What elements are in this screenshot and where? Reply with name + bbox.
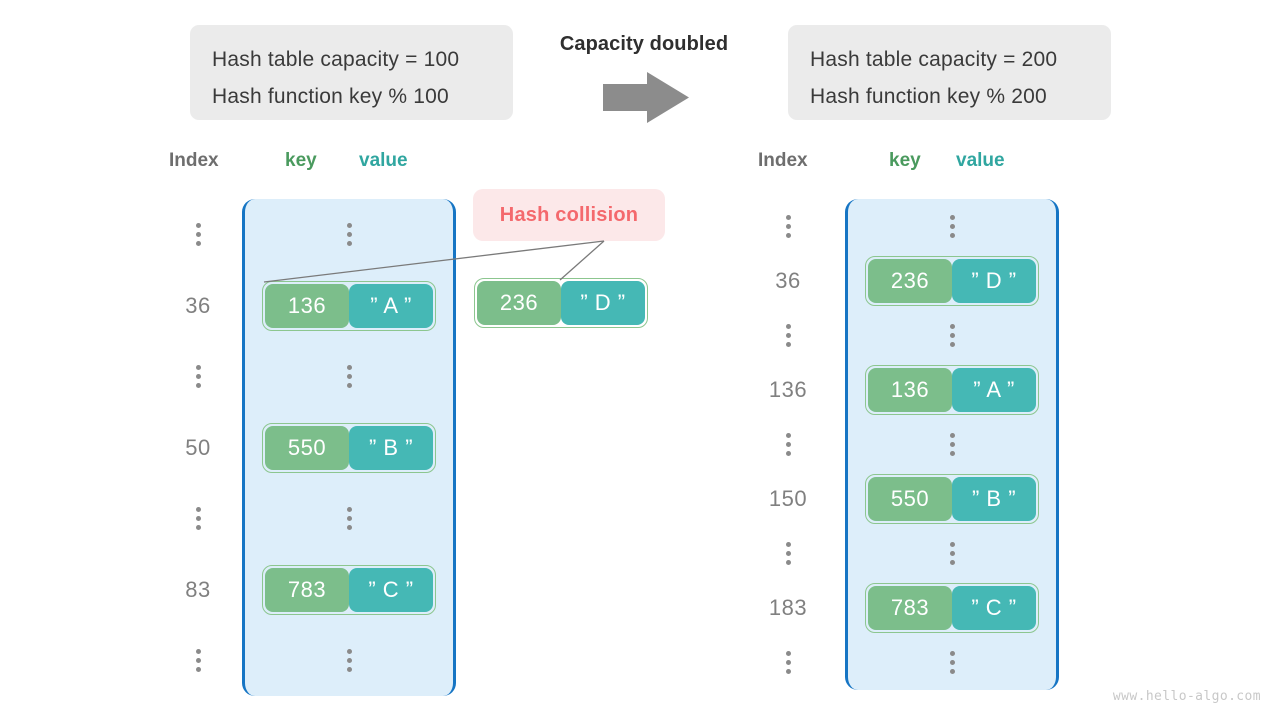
- hash-function-text-before: Hash function key % 100: [212, 85, 449, 108]
- hash-function-text-after: Hash function key % 200: [810, 85, 1047, 108]
- index-label: 136: [768, 376, 808, 402]
- vertical-ellipsis-icon: [785, 541, 791, 565]
- index-label: 183: [768, 594, 808, 620]
- hash-table-before: 136” A ” 550” B ” 783” C ”: [242, 199, 456, 696]
- value-cell: ” C ”: [349, 567, 433, 612]
- header-value: value: [956, 150, 1005, 171]
- header-value: value: [359, 150, 408, 171]
- index-ellipsis: [195, 625, 201, 696]
- index-column-after: 36 136 150 183: [758, 199, 818, 690]
- key-cell: 136: [868, 367, 952, 412]
- bucket-entry: 550” B ”: [848, 472, 1056, 527]
- value-cell: ” D ”: [952, 258, 1036, 303]
- key-value-pair: 136” A ”: [865, 364, 1039, 415]
- index-label: 36: [775, 267, 801, 293]
- bucket-entry: 783” C ”: [245, 554, 453, 625]
- header-index: Index: [169, 150, 219, 171]
- capacity-text-before: Hash table capacity = 100: [212, 48, 460, 71]
- vertical-ellipsis-icon: [195, 365, 201, 388]
- vertical-ellipsis-icon: [785, 650, 791, 674]
- value-cell: ” D ”: [561, 281, 645, 325]
- vertical-ellipsis-icon: [785, 323, 791, 347]
- colliding-entry: 236 ” D ”: [474, 278, 648, 328]
- info-box-before: Hash table capacity = 100 Hash function …: [190, 25, 513, 120]
- header-key: key: [889, 150, 921, 171]
- bucket-ellipsis: [245, 483, 453, 554]
- vertical-ellipsis-icon: [346, 365, 352, 388]
- vertical-ellipsis-icon: [346, 649, 352, 672]
- bucket-ellipsis: [245, 341, 453, 412]
- index-ellipsis: [785, 635, 791, 690]
- header-key: key: [285, 150, 317, 171]
- index-ellipsis: [785, 526, 791, 581]
- vertical-ellipsis-icon: [949, 323, 955, 347]
- value-cell: ” B ”: [952, 476, 1036, 521]
- vertical-ellipsis-icon: [195, 649, 201, 672]
- vertical-ellipsis-icon: [195, 223, 201, 246]
- key-cell: 783: [265, 567, 349, 612]
- bucket-entry: 136” A ”: [245, 270, 453, 341]
- index-ellipsis: [785, 308, 791, 363]
- bucket-ellipsis: [848, 417, 1056, 472]
- hash-table-after: 236” D ” 136” A ” 550” B ” 783” C ”: [845, 199, 1059, 690]
- index-label: 83: [185, 576, 211, 602]
- bucket-entry: 783” C ”: [848, 581, 1056, 636]
- bucket-ellipsis: [848, 308, 1056, 363]
- hash-collision-badge: Hash collision: [473, 189, 665, 241]
- column-headers-after: Index key value: [740, 150, 1080, 180]
- key-value-pair: 136” A ”: [262, 280, 436, 331]
- vertical-ellipsis-icon: [949, 650, 955, 674]
- key-cell: 783: [868, 585, 952, 630]
- vertical-ellipsis-icon: [949, 214, 955, 238]
- key-cell: 550: [265, 425, 349, 470]
- index-ellipsis: [195, 483, 201, 554]
- vertical-ellipsis-icon: [346, 507, 352, 530]
- header-index: Index: [758, 150, 808, 171]
- bucket-ellipsis: [245, 625, 453, 696]
- index-ellipsis: [785, 199, 791, 254]
- bucket-ellipsis: [848, 199, 1056, 254]
- value-cell: ” A ”: [952, 367, 1036, 412]
- bucket-ellipsis: [848, 635, 1056, 690]
- vertical-ellipsis-icon: [949, 541, 955, 565]
- index-ellipsis: [785, 417, 791, 472]
- index-ellipsis: [195, 199, 201, 270]
- key-value-pair: 783” C ”: [865, 582, 1039, 633]
- bucket-entry: 550” B ”: [245, 412, 453, 483]
- watermark: www.hello-algo.com: [1112, 689, 1261, 704]
- key-value-pair: 236” D ”: [865, 255, 1039, 306]
- info-box-after: Hash table capacity = 200 Hash function …: [788, 25, 1111, 120]
- key-value-pair: 236 ” D ”: [474, 278, 648, 328]
- vertical-ellipsis-icon: [785, 432, 791, 456]
- index-label: 150: [768, 485, 808, 511]
- vertical-ellipsis-icon: [949, 432, 955, 456]
- index-column-before: 36 50 83: [168, 199, 228, 696]
- key-cell: 550: [868, 476, 952, 521]
- capacity-doubled-label: Capacity doubled: [559, 33, 729, 55]
- column-headers-before: Index key value: [150, 150, 490, 180]
- vertical-ellipsis-icon: [195, 507, 201, 530]
- bucket-entry: 236” D ”: [848, 254, 1056, 309]
- capacity-text-after: Hash table capacity = 200: [810, 48, 1058, 71]
- vertical-ellipsis-icon: [346, 223, 352, 246]
- key-value-pair: 550” B ”: [262, 422, 436, 473]
- bucket-ellipsis: [848, 526, 1056, 581]
- key-cell: 236: [477, 281, 561, 325]
- value-cell: ” A ”: [349, 283, 433, 328]
- value-cell: ” B ”: [349, 425, 433, 470]
- key-cell: 236: [868, 258, 952, 303]
- bucket-ellipsis: [245, 199, 453, 270]
- bucket-entry: 136” A ”: [848, 363, 1056, 418]
- key-cell: 136: [265, 283, 349, 328]
- vertical-ellipsis-icon: [785, 214, 791, 238]
- right-arrow-icon: [595, 70, 695, 125]
- index-ellipsis: [195, 341, 201, 412]
- index-label: 50: [185, 434, 211, 460]
- value-cell: ” C ”: [952, 585, 1036, 630]
- key-value-pair: 783” C ”: [262, 564, 436, 615]
- index-label: 36: [185, 292, 211, 318]
- key-value-pair: 550” B ”: [865, 473, 1039, 524]
- hash-collision-label: Hash collision: [499, 203, 639, 226]
